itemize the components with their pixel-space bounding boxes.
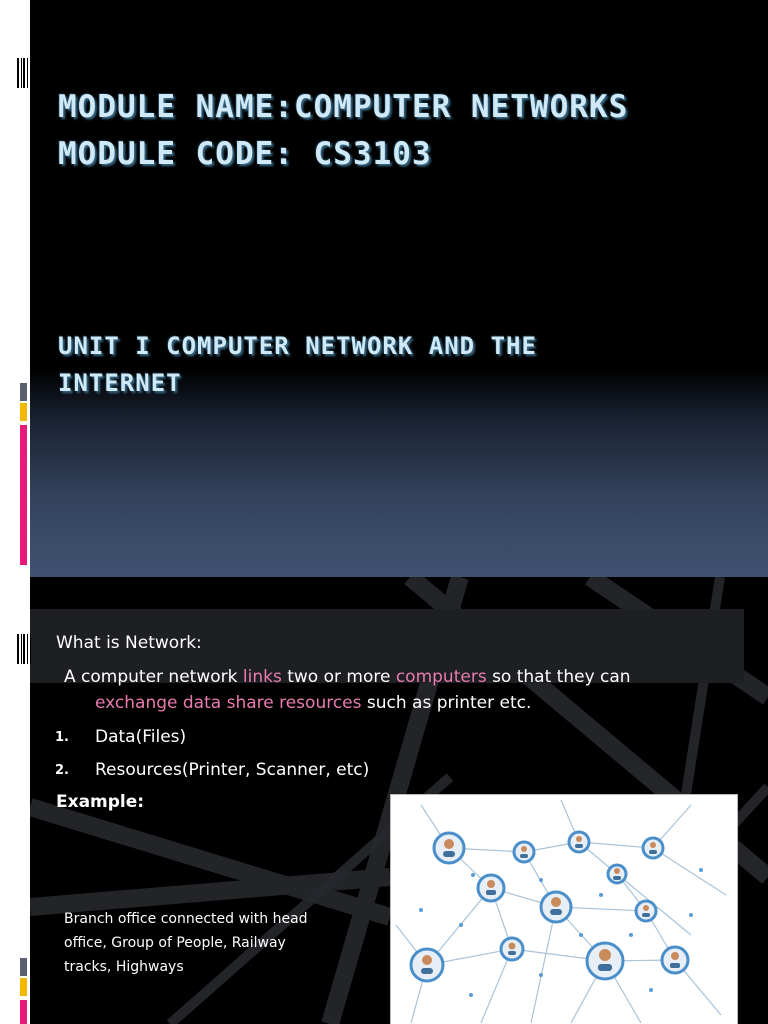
unit-line-1: UNIT I COMPUTER NETWORK AND THE [58,332,537,360]
def-text-2: two or more [281,667,396,687]
def-text-3: so that they can [486,667,631,687]
list-item-data: Data(Files) [95,727,187,747]
module-title: MODULE NAME:COMPUTER NETWORKS MODULE COD… [58,84,628,178]
module-name-line: MODULE NAME:COMPUTER NETWORKS [58,89,629,125]
question-text: What is Network: [56,633,202,653]
title-slide: MODULE NAME:COMPUTER NETWORKS MODULE COD… [30,0,768,577]
unit-title: UNIT I COMPUTER NETWORK AND THE INTERNET [58,328,537,402]
def-highlight-exchange: exchange data share resources [95,693,362,713]
def-text-1: A computer network [64,667,243,687]
content-slide: What is Network: A computer network link… [30,577,768,1024]
list-number-2: 2. [55,763,69,778]
rail-ticks-top [17,58,31,88]
accent-bar-yellow [20,403,27,421]
def-highlight-links: links [242,667,282,687]
accent-bar-gray [20,383,27,401]
examples-text: Branch office connected with head office… [64,911,308,975]
list-item-resources: Resources(Printer, Scanner, etc) [95,760,370,780]
module-code-line: MODULE CODE: CS3103 [58,136,432,172]
accent-bar-yellow-2 [20,978,27,996]
def-text-4: such as printer etc. [361,693,532,713]
accent-bar-pink-2 [20,1000,27,1024]
def-highlight-computers: computers [395,667,487,687]
unit-line-2: INTERNET [58,369,182,397]
header-band [30,609,744,683]
accent-bar-pink [20,425,27,565]
definition-line-2: exchange data share resources such as pr… [95,693,531,713]
rail-ticks-mid [17,634,31,664]
accent-bar-gray-2 [20,958,27,976]
list-number-1: 1. [55,730,69,745]
people-network-illustration [390,794,738,1024]
network-graph-icon [395,799,727,1024]
example-label: Example: [56,792,145,812]
definition-line-1: A computer network links two or more com… [64,667,631,687]
